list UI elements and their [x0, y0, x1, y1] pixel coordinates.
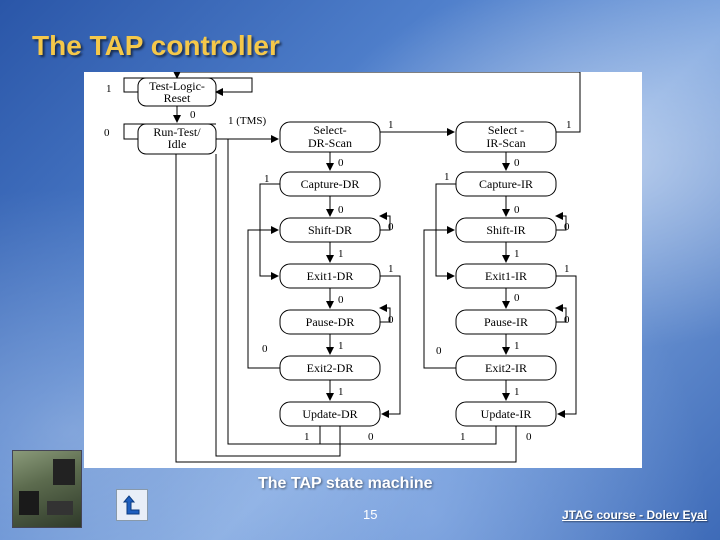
chip-shape [19, 491, 39, 515]
svg-text:1: 1 [106, 83, 112, 95]
state-select-ir-scan: Select - IR-Scan [455, 121, 557, 153]
svg-text:1 (TMS): 1 (TMS) [228, 115, 267, 127]
state-exit2-ir: Exit2-IR [455, 355, 557, 381]
svg-text:0: 0 [388, 314, 394, 326]
footer-course-link[interactable]: JTAG course - Dolev Eyal [562, 508, 708, 522]
exit1ir-to-updateir [556, 275, 577, 418]
state-shift-dr: Shift-DR [279, 217, 381, 243]
svg-text:0: 0 [388, 221, 394, 233]
transition-labels: 1 0 0 1 (TMS) 1 0 1 0 1 0 1 0 0 1 0 1 1 … [104, 83, 572, 443]
state-capture-dr: Capture-DR [279, 171, 381, 197]
svg-text:0: 0 [564, 314, 570, 326]
svg-text:1: 1 [338, 386, 344, 398]
state-shift-ir: Shift-IR [455, 217, 557, 243]
state-capture-ir: Capture-IR [455, 171, 557, 197]
svg-text:0: 0 [526, 431, 532, 443]
svg-text:0: 0 [564, 221, 570, 233]
selectir-to-tlr [173, 72, 581, 133]
shiftir-self-loop [555, 212, 567, 231]
svg-text:0: 0 [514, 204, 520, 216]
svg-text:1: 1 [514, 248, 520, 260]
svg-text:1: 1 [338, 340, 344, 352]
state-update-dr: Update-DR [279, 401, 381, 427]
svg-text:0: 0 [368, 431, 374, 443]
svg-text:Update-DR: Update-DR [302, 407, 357, 421]
chip-shape [53, 459, 75, 485]
svg-text:1: 1 [338, 248, 344, 260]
return-arrow-icon [122, 495, 140, 515]
updatedr-to-rti [215, 154, 341, 457]
svg-text:1: 1 [444, 171, 450, 183]
svg-text:Pause-DR: Pause-DR [306, 315, 355, 329]
svg-text:0: 0 [514, 157, 520, 169]
svg-text:0: 0 [338, 294, 344, 306]
pcb-thumbnail-image [12, 450, 82, 528]
svg-text:0: 0 [190, 109, 196, 121]
svg-text:IR-Scan: IR-Scan [486, 136, 525, 150]
tlr-self-loop [123, 77, 253, 96]
updateir-to-rti [175, 154, 517, 463]
state-update-ir: Update-IR [455, 401, 557, 427]
svg-text:Capture-DR: Capture-DR [301, 177, 360, 191]
svg-text:0: 0 [262, 343, 268, 355]
exit1dr-to-updatedr [380, 275, 401, 418]
svg-text:1: 1 [460, 431, 466, 443]
shiftdr-self-loop [379, 212, 391, 231]
svg-text:1: 1 [514, 386, 520, 398]
svg-text:Pause-IR: Pause-IR [484, 315, 528, 329]
chip-shape [47, 501, 73, 515]
svg-text:0: 0 [338, 157, 344, 169]
state-run-test-idle: Run-Test/ Idle [137, 123, 217, 155]
svg-text:Run-Test/: Run-Test/ [153, 125, 201, 139]
state-exit1-ir: Exit1-IR [455, 263, 557, 289]
state-exit1-dr: Exit1-DR [279, 263, 381, 289]
return-button[interactable] [116, 489, 148, 521]
svg-text:Exit1-IR: Exit1-IR [485, 269, 527, 283]
pauseir-self-loop [555, 304, 567, 323]
svg-text:Test-Logic-: Test-Logic- [149, 79, 205, 93]
pausedr-self-loop [379, 304, 391, 323]
exit2dr-to-shiftdr [247, 226, 280, 369]
state-select-dr-scan: Select- DR-Scan [279, 121, 381, 153]
svg-text:Select-: Select- [313, 123, 346, 137]
state-exit2-dr: Exit2-DR [279, 355, 381, 381]
svg-text:1: 1 [304, 431, 310, 443]
svg-text:Exit1-DR: Exit1-DR [307, 269, 354, 283]
page-number: 15 [363, 507, 378, 522]
svg-text:1: 1 [264, 173, 270, 185]
svg-text:1: 1 [566, 119, 572, 131]
svg-text:0: 0 [104, 127, 110, 139]
svg-text:DR-Scan: DR-Scan [308, 136, 352, 150]
svg-text:Idle: Idle [168, 137, 187, 151]
transition-lines [123, 72, 581, 463]
updatedr-to-selectdr [227, 139, 321, 445]
slide-title: The TAP controller [32, 30, 280, 61]
svg-text:1: 1 [514, 340, 520, 352]
svg-text:Exit2-IR: Exit2-IR [485, 361, 527, 375]
svg-text:1: 1 [388, 263, 394, 275]
svg-text:1: 1 [388, 119, 394, 131]
svg-text:Reset: Reset [164, 91, 191, 105]
svg-text:Select -: Select - [488, 123, 524, 137]
updateir-to-selectdr [320, 426, 497, 445]
state-test-logic-reset: Test-Logic- Reset [137, 77, 217, 107]
svg-text:Exit2-DR: Exit2-DR [307, 361, 354, 375]
svg-text:0: 0 [338, 204, 344, 216]
svg-text:1: 1 [564, 263, 570, 275]
rti-self-loop [123, 123, 216, 140]
state-pause-dr: Pause-DR [279, 309, 381, 335]
svg-text:Update-IR: Update-IR [481, 407, 532, 421]
svg-text:0: 0 [436, 345, 442, 357]
svg-text:Shift-IR: Shift-IR [486, 223, 525, 237]
svg-text:Shift-DR: Shift-DR [308, 223, 352, 237]
diagram-caption: The TAP state machine [258, 475, 433, 492]
state-pause-ir: Pause-IR [455, 309, 557, 335]
svg-text:0: 0 [514, 292, 520, 304]
exit2ir-to-shiftir [423, 226, 456, 369]
svg-text:Capture-IR: Capture-IR [479, 177, 533, 191]
tap-state-diagram: Test-Logic- Reset Run-Test/ Idle Select-… [84, 72, 642, 468]
